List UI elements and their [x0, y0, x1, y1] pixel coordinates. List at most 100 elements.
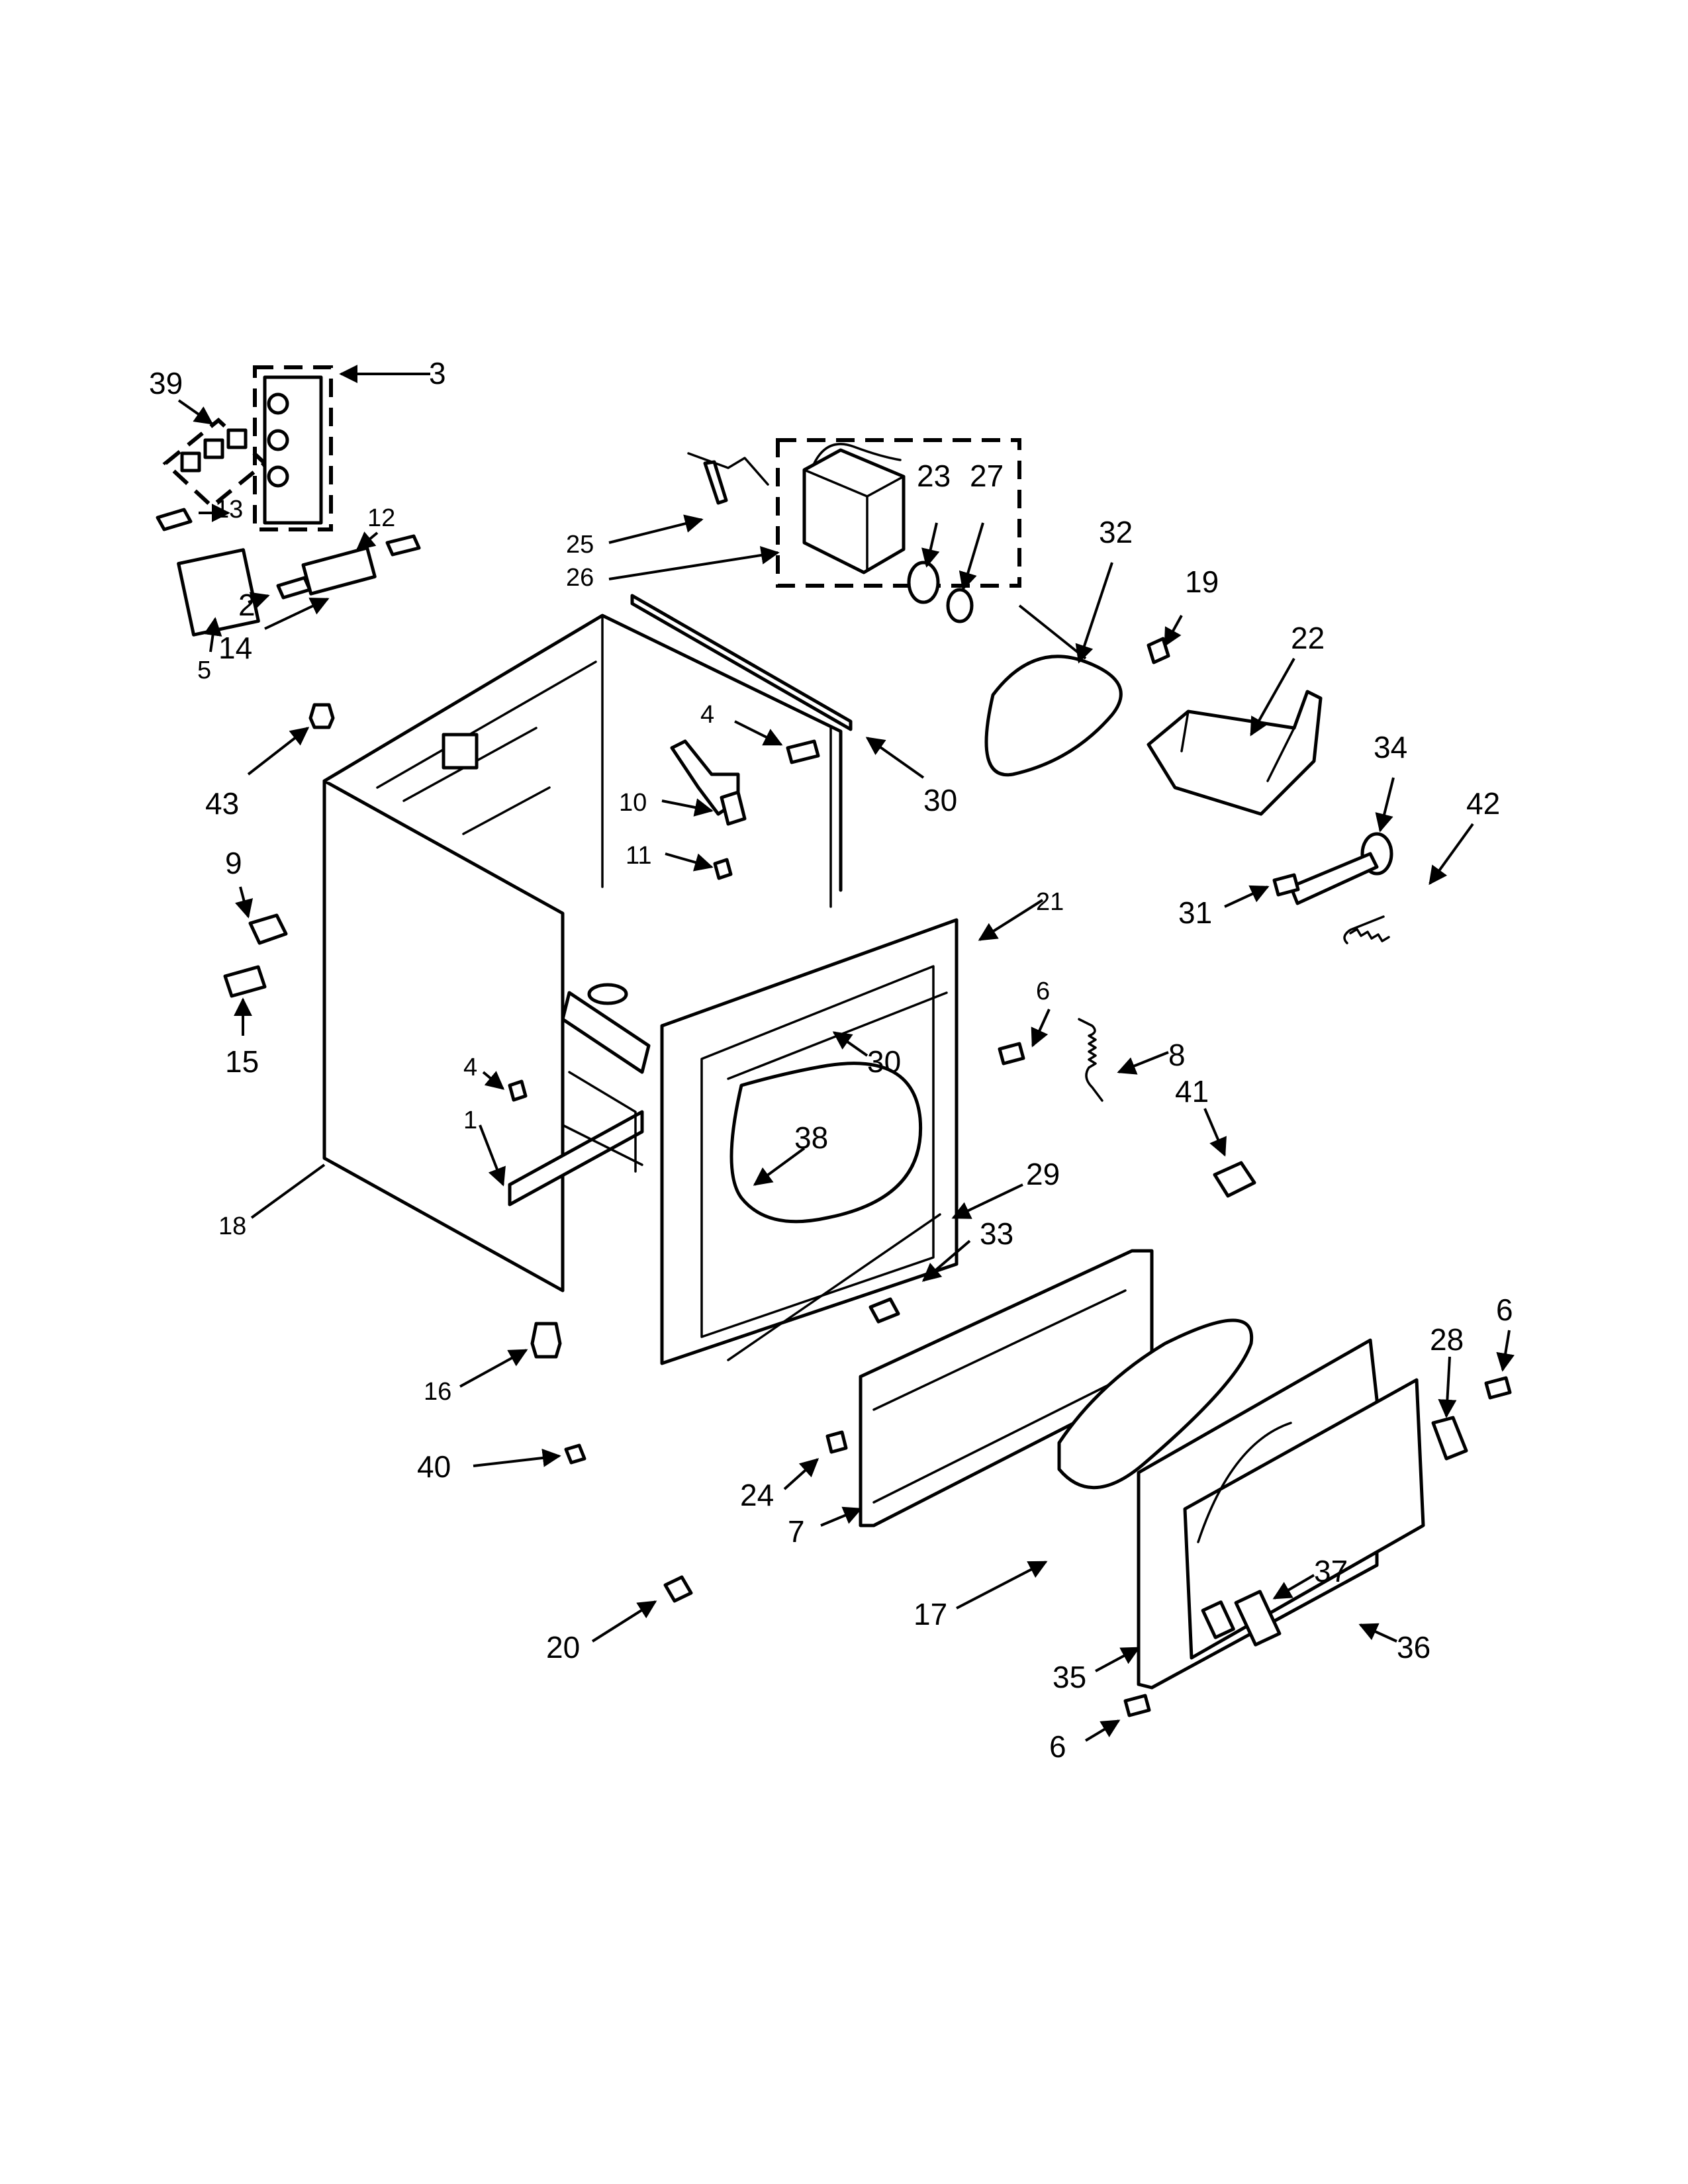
screw-31 [1272, 873, 1300, 897]
door-handle [1234, 1590, 1282, 1647]
callout-18: 18 [218, 1212, 246, 1240]
callout-42: 42 [1466, 786, 1500, 821]
door-strike [868, 1297, 900, 1324]
door-handle-slot [1201, 1600, 1235, 1639]
screw-4-upper [786, 739, 820, 764]
callout-12: 12 [367, 504, 395, 532]
knob-1 [180, 451, 201, 473]
door-switch [720, 790, 747, 826]
knob-2 [203, 438, 224, 459]
callout-27: 27 [970, 459, 1004, 493]
callout-5: 5 [197, 657, 211, 684]
callout-39: 39 [149, 366, 183, 400]
leader-lines [177, 365, 1515, 1742]
switch-assembly-dashed-outline [253, 365, 333, 531]
cabinet-top-edge [322, 614, 843, 892]
motor-group [687, 438, 1021, 623]
callout-26: 26 [566, 564, 594, 592]
callout-22: 22 [1291, 621, 1325, 655]
callout-24: 24 [740, 1478, 774, 1512]
foot-43 [308, 703, 335, 729]
thermal-fuse [248, 913, 288, 945]
callout-21: 21 [1036, 888, 1064, 916]
screw-12 [385, 534, 421, 557]
screw-6-upper [1484, 1376, 1512, 1400]
idler-arm [1289, 852, 1379, 905]
callout-32: 32 [1099, 515, 1133, 549]
foot-pad-40 [564, 1443, 586, 1465]
callout-37: 37 [1314, 1554, 1348, 1588]
cabinet-drum-roller [587, 983, 628, 1005]
knob-3 [226, 428, 248, 449]
terminal-block [301, 546, 377, 596]
callout-17: 17 [914, 1597, 947, 1631]
callout-35: 35 [1053, 1660, 1086, 1694]
callout-9: 9 [225, 846, 242, 880]
callout-36: 36 [1397, 1630, 1430, 1664]
callout-20: 20 [546, 1630, 580, 1664]
callout-43: 43 [205, 786, 239, 821]
callout-11: 11 [626, 842, 651, 870]
callout-2: 2 [238, 588, 256, 622]
idler-pulley-group [1272, 832, 1393, 944]
callout-10: 10 [619, 789, 647, 817]
callout-6-upper: 6 [1496, 1293, 1513, 1327]
callout-28: 28 [1430, 1322, 1464, 1357]
motor-wire-harness [687, 452, 769, 486]
callout-33: 33 [980, 1216, 1013, 1251]
screw-6-lower [1123, 1694, 1151, 1717]
callout-8: 8 [1168, 1038, 1186, 1072]
door-spring [1078, 1018, 1103, 1102]
callout-29: 29 [1026, 1157, 1060, 1191]
pulley-clip [946, 588, 974, 623]
callout-19: 19 [1185, 565, 1219, 599]
door-hinge [1431, 1416, 1468, 1461]
idler-bracket [1147, 690, 1323, 816]
callout-6-middle: 6 [1036, 978, 1050, 1005]
callout-15: 15 [225, 1044, 259, 1079]
front-support-rail [508, 1110, 644, 1206]
sensor-15 [223, 965, 267, 998]
cabinet [322, 614, 843, 1293]
outer-door-panel [1183, 1378, 1425, 1660]
screw-4-lower [508, 1079, 528, 1102]
callout-4-lower: 4 [463, 1054, 477, 1081]
callout-13: 13 [215, 496, 243, 523]
screw-6-middle [998, 1042, 1025, 1066]
screw-19 [1147, 637, 1170, 664]
callout-labels: 39 3 13 12 2 14 5 25 26 23 27 32 19 22 4… [149, 356, 1513, 1764]
callout-30-upper: 30 [923, 783, 957, 817]
door-latch-20 [663, 1575, 693, 1603]
callout-34: 34 [1374, 730, 1407, 764]
callout-7: 7 [788, 1514, 805, 1549]
door-opening [729, 1062, 923, 1224]
door-seal [1057, 1318, 1254, 1490]
cabinet-harness-block [442, 733, 479, 770]
callout-25: 25 [566, 531, 594, 559]
idler-bracket-group [1147, 637, 1323, 816]
screw-11 [713, 858, 733, 880]
switch-bracket-group [156, 365, 421, 637]
callout-23: 23 [917, 459, 951, 493]
drive-motor [802, 448, 906, 574]
top-seal-strip [630, 594, 853, 731]
drive-belt [984, 655, 1123, 777]
screw-13 [156, 508, 193, 531]
screw-2 [276, 576, 312, 600]
callout-14: 14 [218, 631, 252, 665]
callout-30-lower: 30 [867, 1044, 901, 1079]
leveling-leg [530, 1322, 562, 1359]
cabinet-side-panel [322, 779, 565, 1293]
callout-31: 31 [1178, 895, 1212, 930]
idler-spring [1343, 915, 1390, 944]
switch-housing [177, 548, 260, 637]
motor-dashed-outline [776, 438, 1021, 588]
callout-3: 3 [429, 356, 446, 390]
callout-41: 41 [1175, 1074, 1209, 1109]
motor-pulley [907, 561, 940, 604]
callout-1: 1 [463, 1107, 477, 1134]
bottom-seal-strip [727, 1213, 941, 1361]
callout-6-lower: 6 [1049, 1729, 1066, 1764]
